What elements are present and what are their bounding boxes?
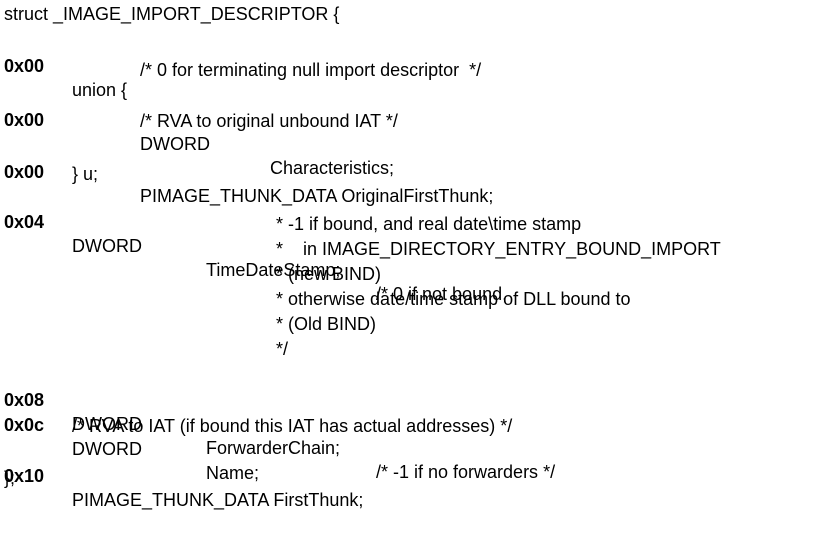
comment-line: /* 0 for terminating null import descrip… xyxy=(140,60,482,80)
union-keyword: union { xyxy=(72,80,128,100)
field-type: DWORD xyxy=(72,439,142,459)
name-line: 0x0c DWORD Name; xyxy=(0,389,259,483)
field-name: Characteristics; xyxy=(270,158,395,178)
comment-line: * (Old BIND) xyxy=(276,314,377,334)
field-name: ForwarderChain; xyxy=(206,438,341,458)
offset-label: 0x00 xyxy=(4,110,45,130)
first-thunk-line: 0x10 PIMAGE_THUNK_DATA FirstThunk; xyxy=(0,440,363,510)
union-line: 0x00 union { xyxy=(0,30,127,100)
field-decl: PIMAGE_THUNK_DATA OriginalFirstThunk; xyxy=(140,186,494,206)
field-comment: /* 0 if not bound, xyxy=(376,284,508,304)
offset-label: 0x0c xyxy=(4,415,45,435)
comment-line: */ xyxy=(276,339,289,359)
struct-close: }; xyxy=(4,468,16,488)
field-type: DWORD xyxy=(72,414,142,434)
field-type: DWORD xyxy=(140,134,210,154)
union-close: } u; xyxy=(72,164,99,184)
offset-label: 0x00 xyxy=(4,56,45,76)
field-comment: /* -1 if no forwarders */ xyxy=(376,462,556,482)
offset-label: 0x08 xyxy=(4,390,45,410)
field-decl: PIMAGE_THUNK_DATA FirstThunk; xyxy=(72,490,364,510)
field-name: Name; xyxy=(206,463,260,483)
offset-label: 0x00 xyxy=(4,162,45,182)
offset-label: 0x04 xyxy=(4,212,45,232)
comment-line: * otherwise date/time stamp of DLL bound… xyxy=(276,289,631,309)
comment-line: /* RVA to IAT (if bound this IAT has act… xyxy=(72,416,513,436)
offset-label: 0x10 xyxy=(4,466,45,486)
comment-line: /* RVA to original unbound IAT */ xyxy=(140,111,398,131)
field-name: TimeDateStamp; xyxy=(206,260,341,280)
characteristics-line: 0x00 DWORD Characteristics; xyxy=(0,84,394,178)
comment-line: * (new BIND) xyxy=(276,264,382,284)
struct-header: struct _IMAGE_IMPORT_DESCRIPTOR { xyxy=(4,4,340,24)
original-first-thunk-line: 0x00 PIMAGE_THUNK_DATA OriginalFirstThun… xyxy=(0,136,493,206)
comment-line: * in IMAGE_DIRECTORY_ENTRY_BOUND_IMPORT xyxy=(276,239,721,259)
time-date-stamp-line: 0x04 DWORD TimeDateStamp; /* 0 if not bo… xyxy=(0,186,507,304)
field-type: DWORD xyxy=(72,236,142,256)
comment-line: * -1 if bound, and real date\time stamp xyxy=(276,214,582,234)
forwarder-chain-line: 0x08 DWORD ForwarderChain; /* -1 if no f… xyxy=(0,364,555,482)
